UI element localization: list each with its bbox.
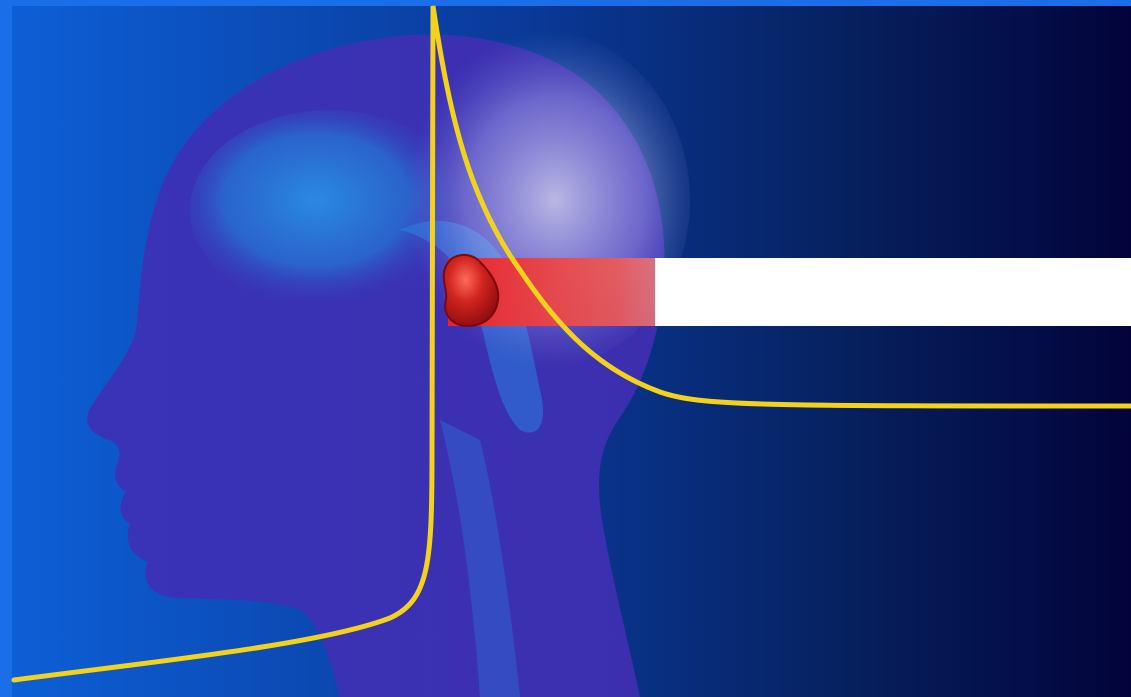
- beam-solid: [655, 258, 1131, 326]
